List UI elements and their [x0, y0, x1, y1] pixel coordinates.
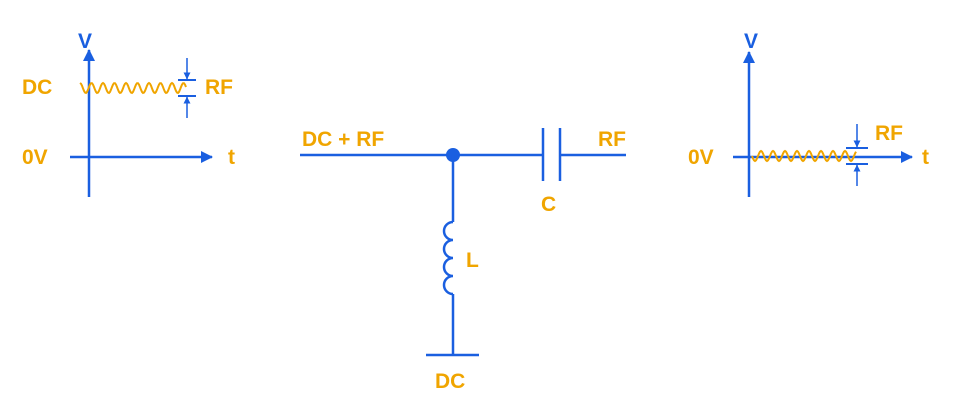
bias-tee-circuit: DC + RF RF C L DC [300, 128, 626, 393]
right-v-axis-label: V [744, 30, 758, 53]
left-rf-amplitude-marker [178, 58, 196, 118]
left-v-axis-label: V [78, 30, 92, 53]
right-graph: V t 0V RF [688, 30, 929, 197]
output-rf-label: RF [598, 128, 626, 151]
left-dc-level-label: DC [22, 76, 52, 99]
inductor [442, 220, 454, 296]
right-rf-amplitude-marker [846, 124, 868, 186]
left-graph: V t DC 0V RF [22, 30, 235, 197]
left-dc-plus-rf-waveform [79, 81, 187, 95]
right-zero-label: 0V [688, 146, 714, 169]
left-t-axis-label: t [228, 146, 235, 169]
right-rf-waveform [751, 149, 857, 163]
right-t-axis-label: t [922, 146, 929, 169]
input-label: DC + RF [302, 128, 384, 151]
capacitor-label: C [541, 193, 556, 216]
inductor-label: L [466, 249, 479, 272]
dc-output-label: DC [435, 370, 465, 393]
left-zero-label: 0V [22, 146, 48, 169]
capacitor [541, 128, 562, 181]
left-rf-label: RF [205, 76, 233, 99]
right-rf-label: RF [875, 122, 903, 145]
